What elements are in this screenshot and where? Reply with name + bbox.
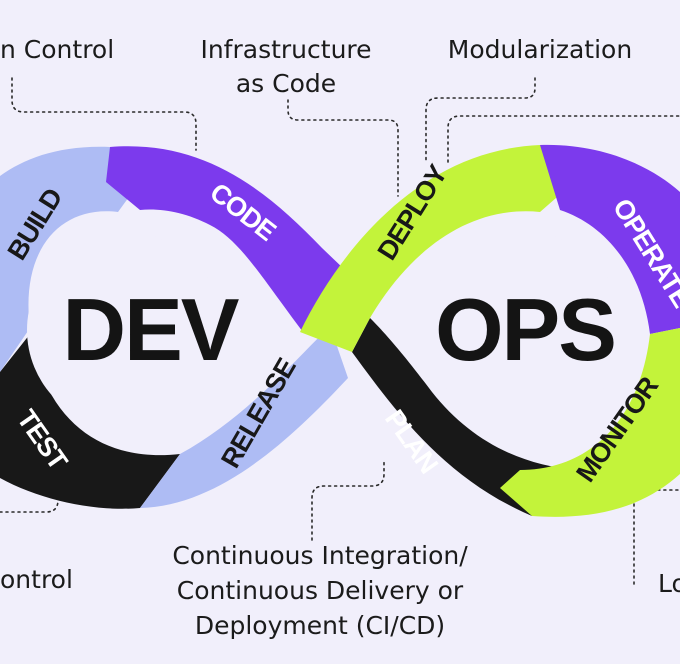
callout-cicd-line2: Continuous Delivery or <box>177 576 464 605</box>
segment-test <box>0 334 180 509</box>
leader-cicd <box>311 461 385 541</box>
callout-right-bottom: Lo <box>658 569 680 598</box>
dev-title: DEV <box>63 280 240 379</box>
segment-build <box>0 146 150 372</box>
leader-right-top <box>447 115 680 163</box>
dev-ring <box>0 146 348 509</box>
segment-operate <box>540 144 680 334</box>
leader-modularization <box>425 77 536 161</box>
segment-monitor <box>500 328 680 517</box>
leader-version-control <box>11 77 197 151</box>
callout-cicd-line1: Continuous Integration/ <box>172 541 468 570</box>
ops-title: OPS <box>435 280 615 379</box>
callout-infrastructure-line2: as Code <box>236 69 336 98</box>
callout-infrastructure-line1: Infrastructure <box>200 35 371 64</box>
segment-code <box>106 146 345 332</box>
ops-ring <box>300 144 680 517</box>
segment-deploy <box>300 145 572 352</box>
callout-cicd-line3: Deployment (CI/CD) <box>195 611 445 640</box>
callout-modularization: Modularization <box>448 35 632 64</box>
callout-left-bottom: ontrol <box>0 565 73 594</box>
dev-center-disc <box>27 232 223 428</box>
segment-release <box>140 326 348 508</box>
callout-version-control: n Control <box>0 35 114 64</box>
segment-plan <box>352 318 580 516</box>
ops-center-disc <box>427 232 623 428</box>
leader-infrastructure <box>287 99 399 197</box>
